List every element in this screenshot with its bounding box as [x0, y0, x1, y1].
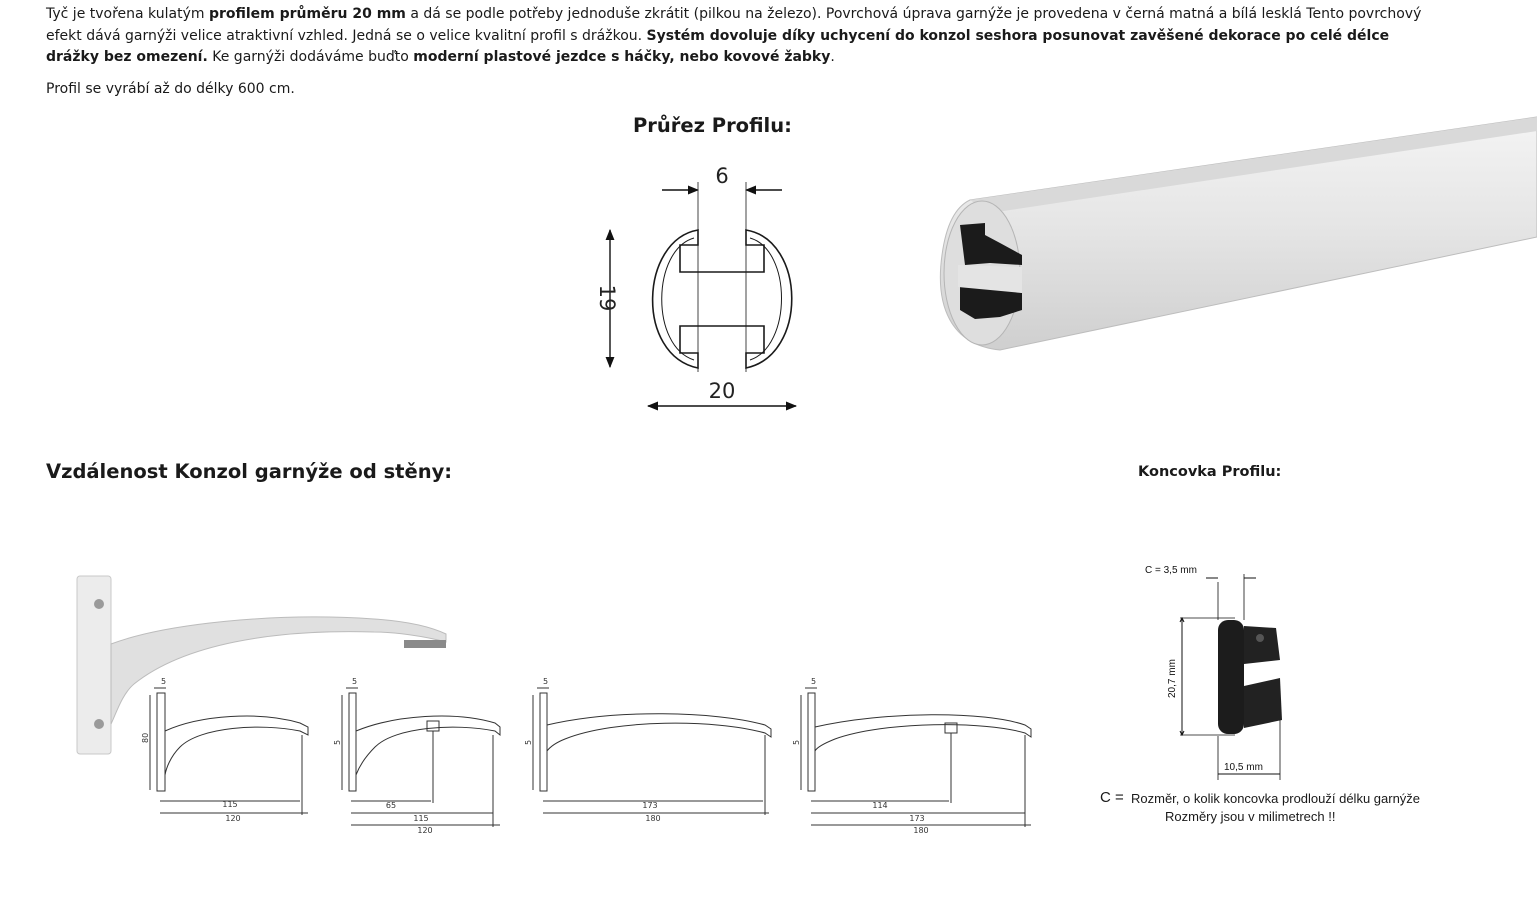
drawing-1-dim-a: 115 [222, 800, 237, 809]
profile-rod-image [939, 116, 1537, 351]
intro-paragraph: Tyč je tvořena kulatým profilem průměru … [46, 4, 1446, 69]
endcap-note-prefix: C = [1100, 789, 1124, 806]
drawing-4-h-label: 5 [792, 740, 801, 745]
drawing-3-dim-b: 180 [645, 814, 660, 823]
length-paragraph: Profil se vyrábí až do délky 600 cm. [46, 81, 295, 97]
drawing-3-s-label: 5 [543, 677, 548, 686]
bracket-drawing-4: 5 5 114 173 180 [792, 677, 1032, 835]
intro-text-run: a dá se podle potřeby jednoduše zkrátit … [46, 6, 1422, 44]
intro-bold-run: profilem průměru 20 mm [208, 6, 406, 22]
drawing-3-h-label: 5 [524, 740, 533, 745]
endcap-note-line1: Rozměr, o kolik koncovka prodlouží délku… [1131, 791, 1421, 806]
drawing-1-h-label: 80 [141, 733, 150, 743]
intro-text-run: Tyč je tvořena kulatým [46, 6, 209, 22]
profile-cross-section-drawing: 6 19 20 [595, 164, 798, 411]
bracket-drawing-3: 5 5 173 180 [524, 677, 772, 823]
dim-bottom-label: 20 [709, 379, 736, 403]
drawing-2-dim-a: 65 [386, 801, 396, 810]
bracket-photo [76, 575, 447, 755]
drawing-1-s-label: 5 [161, 677, 166, 686]
brackets-section-title: Vzdálenost Konzol garnýže od stěny: [46, 460, 453, 483]
profile-section-title: Průřez Profilu: [633, 114, 792, 137]
endcap-drawing: C = 3,5 mm 20,7 mm 10,5 mm [1145, 565, 1282, 780]
drawing-2-h-label: 5 [333, 740, 342, 745]
bracket-drawing-2: 5 5 65 115 120 [333, 677, 501, 835]
intro-text-run: . [830, 49, 835, 65]
bracket-drawings: 5 80 115 120 5 5 65 115 120 5 5 [141, 677, 1032, 835]
intro-bold-run: moderní plastové jezdce s háčky, nebo ko… [413, 49, 831, 65]
dim-side-label: 19 [595, 285, 619, 312]
endcap-dim-w: 10,5 mm [1224, 762, 1263, 773]
dim-top-label: 6 [715, 164, 728, 188]
drawing-2-dim-b: 115 [413, 814, 428, 823]
intro-bold-run: Systém dovoluje díky uchycení do konzol … [46, 27, 1390, 66]
drawing-4-dim-b: 173 [909, 814, 924, 823]
endcap-dim-h: 20,7 mm [1167, 659, 1178, 698]
drawing-4-dim-c: 180 [913, 826, 928, 835]
bracket-drawing-1: 5 80 115 120 [141, 677, 309, 823]
intro-text-run: Ke garnýži dodáváme buďto [207, 49, 414, 65]
drawing-4-s-label: 5 [811, 677, 816, 686]
endcap-section-title: Koncovka Profilu: [1138, 464, 1282, 480]
endcap-dim-c: C = 3,5 mm [1145, 565, 1197, 576]
endcap-note-line2: Rozměry jsou v milimetrech !! [1165, 809, 1336, 824]
drawing-4-dim-a: 114 [872, 801, 887, 810]
drawing-2-dim-c: 120 [417, 826, 432, 835]
drawing-1-dim-b: 120 [225, 814, 240, 823]
drawing-3-dim-a: 173 [642, 801, 657, 810]
drawing-2-s-label: 5 [352, 677, 357, 686]
